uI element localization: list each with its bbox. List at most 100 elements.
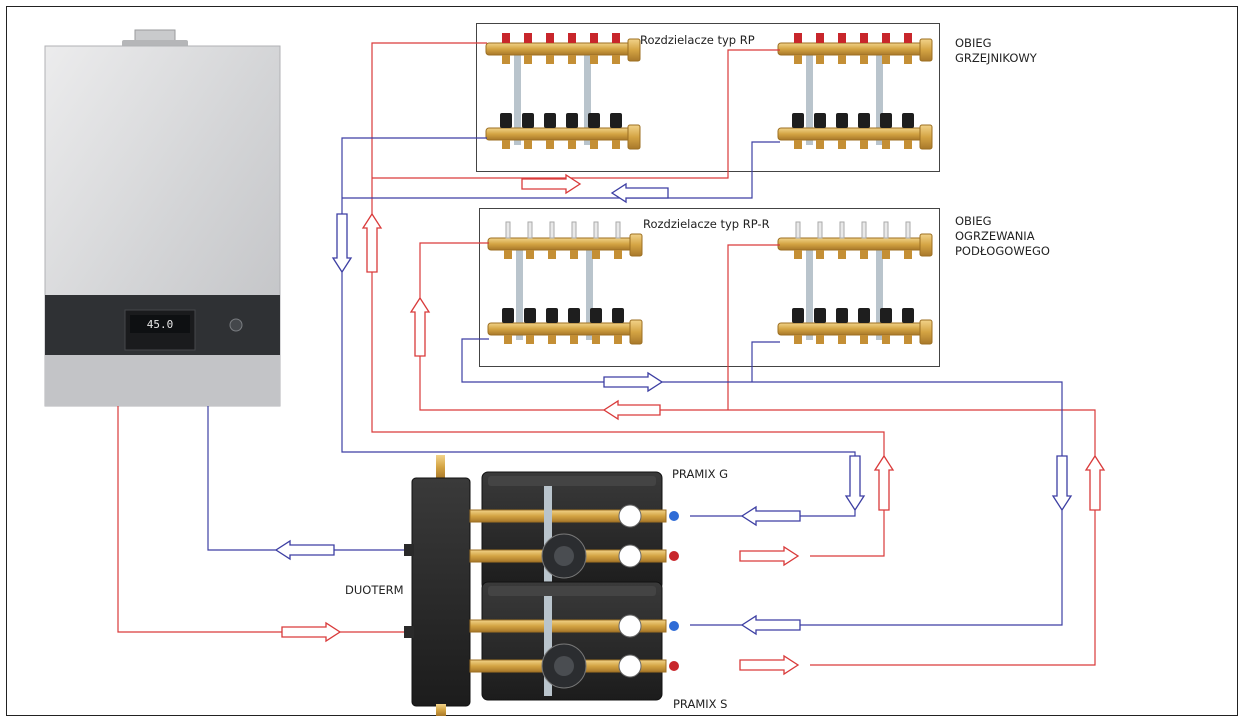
bracket-right (584, 45, 591, 145)
lower-outlet (794, 140, 802, 149)
lower-outlet (904, 140, 912, 149)
manifold-lower-bar (487, 322, 639, 336)
bracket-right (876, 240, 883, 340)
upper-outlet (838, 55, 846, 64)
arrow-return-rp-down (331, 213, 353, 274)
supply-line-rp (371, 42, 885, 557)
insulation-top-edge (488, 476, 656, 486)
label-duoterm: DUOTERM (345, 583, 404, 597)
lower-outlet (838, 335, 846, 344)
boiler-lower-cover (45, 355, 280, 406)
lower-outlet (904, 335, 912, 344)
upper-outlet (504, 250, 512, 259)
actuator-head (814, 308, 826, 323)
upper-outlet (592, 250, 600, 259)
flowmeter (839, 221, 845, 239)
upper-outlet (816, 55, 824, 64)
end-fitting-lower (919, 124, 933, 150)
upper-outlet (860, 55, 868, 64)
upper-outlet (614, 250, 622, 259)
lower-outlet (816, 335, 824, 344)
lower-outlet (882, 335, 890, 344)
thermometer-return-icon (618, 504, 642, 528)
lower-outlet (526, 335, 534, 344)
end-fitting-upper (919, 38, 933, 62)
flow-arrows (274, 173, 1106, 676)
end-fitting-lower (629, 319, 643, 345)
arrow-return-s-down (1051, 455, 1073, 512)
flowmeter (795, 221, 801, 239)
manifold-rp-left (485, 33, 641, 150)
upper-valve-cap (904, 33, 912, 43)
upper-outlet (526, 250, 534, 259)
actuator-head (836, 308, 848, 323)
flowmeter (861, 221, 867, 239)
return-pipe (469, 619, 667, 633)
upper-outlet (904, 55, 912, 64)
upper-outlet (794, 55, 802, 64)
separator-port-supply (404, 626, 414, 638)
manifold-upper-bar (485, 42, 637, 56)
manifold-rpr-right (777, 221, 933, 345)
label-obieg-podlogowy: OBIEG OGRZEWANIA PODŁOGOWEGO (955, 214, 1050, 258)
boiler-display-screen (130, 315, 190, 333)
flowmeter (883, 221, 889, 239)
upper-valve-cap (838, 33, 846, 43)
actuator-head (610, 113, 622, 128)
pump-hub (554, 546, 574, 566)
label-pramix-g: PRAMIX G (672, 467, 729, 481)
manifold-lower-bar (777, 322, 929, 336)
upper-outlet (882, 55, 890, 64)
pipe-lines (117, 42, 1096, 666)
arrow-return-boiler (274, 539, 335, 561)
lower-outlet (502, 140, 510, 149)
actuator-head (902, 308, 914, 323)
upper-outlet (568, 55, 576, 64)
actuator-head (880, 308, 892, 323)
label-obieg-grzejnikowy: OBIEG GRZEJNIKOWY (955, 36, 1037, 65)
pramix-g-group (469, 471, 679, 591)
arrow-supply-s-up (1084, 454, 1106, 511)
flowmeter (505, 221, 511, 239)
actuator-head (568, 308, 580, 323)
arrow-return-rpr (603, 371, 664, 393)
insulation-top-edge (488, 586, 656, 596)
mount-brace (544, 596, 552, 696)
manifold-rp-right (777, 33, 933, 150)
actuator-head (880, 113, 892, 128)
lower-outlet (612, 140, 620, 149)
actuator-head (836, 113, 848, 128)
lower-outlet (570, 335, 578, 344)
arrow-return-g-in (740, 505, 801, 527)
flowmeter (527, 221, 533, 239)
upper-outlet (524, 55, 532, 64)
manifold-box-rpr (479, 208, 940, 367)
gas-boiler: 45.0 (44, 29, 281, 407)
lower-outlet (568, 140, 576, 149)
arrow-supply-g-up (873, 454, 895, 511)
upper-valve-cap (794, 33, 802, 43)
upper-outlet (860, 250, 868, 259)
flowmeter (817, 221, 823, 239)
mount-brace (544, 486, 552, 586)
upper-outlet (546, 55, 554, 64)
lower-outlet (590, 140, 598, 149)
lower-outlet (548, 335, 556, 344)
actuator-head (524, 308, 536, 323)
bracket-right (586, 240, 593, 340)
upper-valve-cap (882, 33, 890, 43)
arrow-supply-rpr (602, 399, 661, 421)
boiler-pressure-gauge-icon (229, 318, 243, 332)
lower-outlet (882, 140, 890, 149)
arrow-return-s-in (740, 614, 801, 636)
manifold-lower-bar (777, 127, 929, 141)
supply-connector-icon (669, 661, 679, 671)
lower-outlet (592, 335, 600, 344)
return-line-rpr (461, 338, 1063, 626)
bracket-left (516, 240, 523, 340)
return-line-rp (341, 137, 856, 517)
bracket-left (806, 240, 813, 340)
supply-line-rp-right (372, 49, 780, 179)
